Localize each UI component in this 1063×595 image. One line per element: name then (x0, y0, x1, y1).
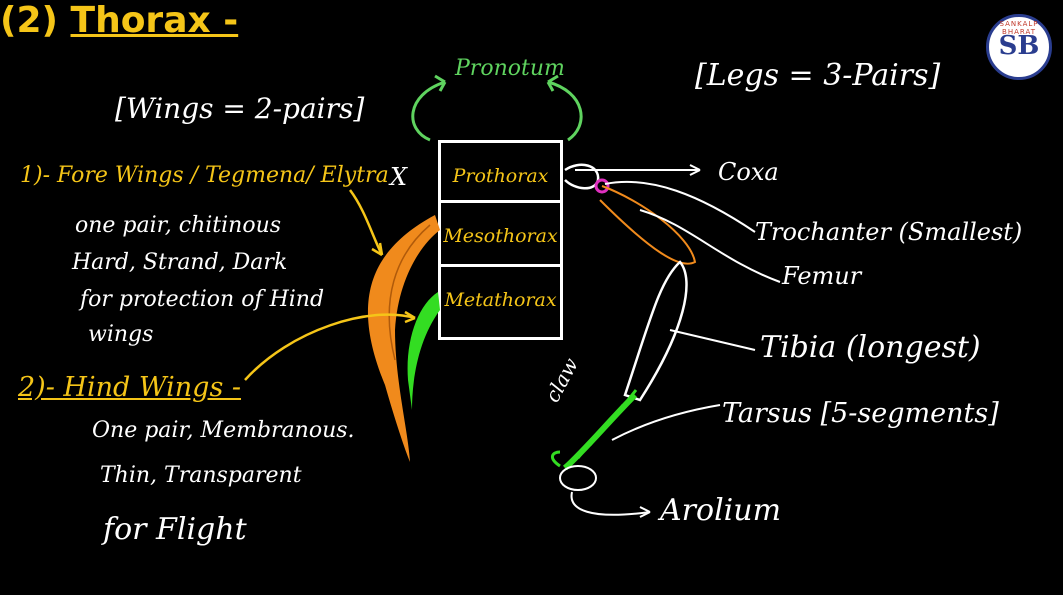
claw-shape (551, 450, 561, 468)
fore-wing-shape (367, 215, 440, 462)
mesothorax-label: Mesothorax (443, 225, 558, 247)
trochanter-label: Trochanter (Smallest) (755, 218, 1023, 246)
tibia-label: Tibia (longest) (760, 330, 981, 365)
wings-rule: [Wings = 2-pairs] (115, 92, 365, 125)
pronotum-bracket (411, 80, 583, 142)
title-number: (2) (0, 0, 58, 41)
hind-wing-pointer-head (404, 310, 416, 324)
hind-wings-line-1: One pair, Membranous. (92, 418, 355, 443)
femur-leader (639, 209, 781, 283)
logo-ring-text: SANKALP BHARAT (999, 20, 1039, 36)
tarsus-label: Tarsus [5-segments] (722, 398, 999, 429)
coxa-shape (564, 163, 600, 190)
pronotum-right-arrow (546, 74, 559, 92)
pronotum-left-arrow (434, 74, 447, 92)
fore-wings-line-4: wings (88, 322, 154, 347)
coxa-label: Coxa (718, 158, 779, 186)
brand-logo: SANKALP BHARAT SB (986, 14, 1052, 80)
femur-label: Femur (782, 262, 862, 290)
femur-shape (599, 185, 697, 265)
tarsus-shape (562, 392, 638, 471)
prothorax-label: Prothorax (452, 165, 549, 187)
prothorax-segment: Prothorax (438, 140, 563, 202)
fore-wing-pointer-head (371, 242, 384, 257)
pronotum-label: Pronotum (455, 56, 565, 81)
logo-initials: SB (998, 31, 1040, 61)
metathorax-segment: Metathorax (438, 264, 563, 340)
coxa-leader-head (689, 164, 701, 176)
trochanter-ring (594, 178, 610, 194)
tibia-leader (669, 329, 756, 351)
hind-wings-line-2: Thin, Transparent (100, 463, 302, 488)
hind-wings-line-3: for Flight (103, 512, 247, 547)
fore-wings-line-2: Hard, Strand, Dark (72, 250, 288, 275)
legs-rule: [Legs = 3-Pairs] (695, 58, 941, 93)
hind-wings-title: 2)- Hind Wings - (18, 372, 242, 403)
metathorax-label: Metathorax (444, 289, 557, 311)
tarsus-segments (576, 389, 638, 459)
fore-wings-line-1: one pair, chitinous (75, 213, 282, 238)
tarsus-leader (611, 404, 721, 441)
cross-mark: X (390, 163, 408, 191)
fore-wing-veins (388, 224, 431, 361)
fore-wing-pointer (348, 189, 384, 256)
arolium-leader-head (639, 506, 651, 518)
page-title: (2) Thorax - (0, 0, 1063, 41)
trochanter-leader (604, 180, 756, 233)
fore-wings-title: 1)- Fore Wings / Tegmena/ Elytra (20, 163, 389, 188)
arolium-pad (559, 465, 597, 491)
arolium-leader (570, 491, 651, 516)
hind-wing-shape (407, 292, 440, 410)
arolium-label: Arolium (660, 493, 782, 528)
mesothorax-segment: Mesothorax (438, 200, 563, 266)
hind-wing-pointer (244, 313, 416, 381)
title-text: Thorax - (70, 0, 239, 41)
fore-wings-line-3: for protection of Hind (80, 287, 325, 312)
